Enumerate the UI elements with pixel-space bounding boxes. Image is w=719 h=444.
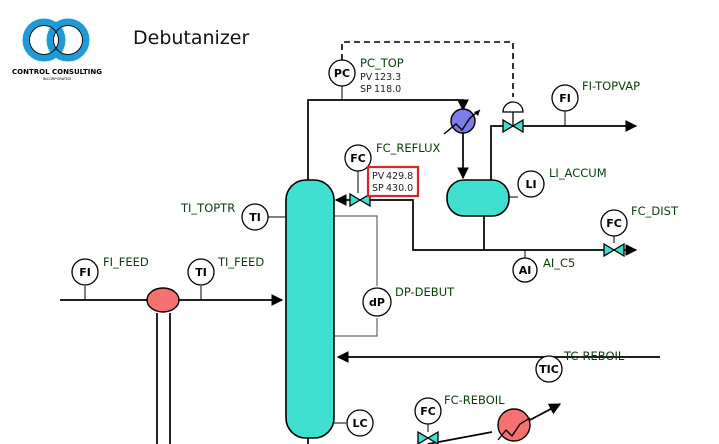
pc-control-signal-dashed: [341, 41, 514, 97]
fc-reflux-pv-value: 429.8: [386, 171, 413, 182]
dp-debut-tag: DP-DEBUT: [395, 285, 455, 299]
lc-bubble-label: LC: [352, 417, 367, 430]
valve-body-icon: [417, 430, 439, 444]
dp-debut-bubble[interactable]: dP: [362, 287, 392, 317]
signal-lines: [84, 86, 615, 432]
dp-upper-tap: [334, 215, 378, 286]
reboiler-steam-out: [529, 403, 562, 421]
pc-top-tag: PC_TOP: [360, 56, 404, 70]
tc-reboil-tag: TC-REBOIL: [563, 349, 625, 363]
logo-ring-outer-icon: [22, 18, 66, 62]
dp-debut-bubble-label: dP: [369, 296, 385, 309]
fc-reflux-pv-label: PV: [372, 171, 385, 182]
ti-toptr-tag: TI_TOPTR: [180, 201, 235, 215]
overhead-vapor-line: [307, 99, 469, 181]
logo-name: CONTROL CONSULTING: [12, 68, 102, 76]
reboiler-icon: [497, 408, 531, 442]
distillate-valve[interactable]: [603, 242, 625, 258]
top-vapor-line: [490, 120, 638, 180]
fc-reflux-faceplate[interactable]: PV 429.8 SP 430.0: [366, 165, 420, 198]
feed-heater-icon: [146, 287, 180, 313]
logo-ring-outline-icon: [29, 25, 59, 55]
ai-c5-bubble[interactable]: AI: [512, 257, 538, 283]
tc-reboil-bubble-label: TIC: [539, 363, 559, 376]
tc-reboil-bubble[interactable]: TIC: [535, 355, 563, 383]
fi-topvap-bubble[interactable]: FI: [551, 84, 579, 112]
fc-reboil-tag: FC-REBOIL: [444, 393, 505, 407]
ti-feed-bubble[interactable]: TI: [187, 258, 215, 286]
fc-dist-tag: FC_DIST: [631, 204, 679, 218]
li-accum-bubble-label: LI: [525, 178, 536, 191]
ti-feed-bubble-label: TI: [195, 266, 207, 279]
ai-c5-bubble-label: AI: [519, 264, 532, 277]
tag-labels: PC_TOP PV 123.3 SP 118.0 FI-TOPVAP FC_RE…: [103, 56, 679, 407]
reflux-accumulator[interactable]: [446, 179, 510, 217]
dp-taps: [334, 215, 378, 337]
reboiler-coil-icon: [497, 417, 531, 441]
valve-body-icon: [603, 242, 625, 258]
fc-reflux-tag: FC_REFLUX: [376, 141, 441, 155]
fc-dist-bubble-label: FC: [606, 217, 622, 230]
faceplate-highlight-box: [366, 165, 420, 198]
dp-lower-tap: [334, 318, 378, 337]
fi-topvap-tag: FI-TOPVAP: [582, 79, 640, 93]
fi-feed-bubble[interactable]: FI: [71, 258, 99, 286]
fc-reflux-bubble-label: FC: [350, 152, 366, 165]
valve-actuator-icon: [502, 101, 524, 113]
fc-reflux-sp-value: 430.0: [386, 183, 413, 194]
fc-reboil-bubble-label: FC: [420, 405, 436, 418]
reboiler-steam-valve[interactable]: [417, 430, 439, 444]
li-accum-tag: LI_ACCUM: [549, 166, 607, 180]
reflux-valve[interactable]: [349, 192, 371, 208]
pc-top-bubble[interactable]: PC: [328, 59, 356, 87]
logo-ring-outline-2-icon: [53, 25, 83, 55]
ai-c5-tag: AI_C5: [543, 256, 575, 270]
fc-reflux-bubble[interactable]: FC: [344, 144, 372, 172]
overhead-condenser[interactable]: [443, 108, 481, 135]
top-vapor-valve[interactable]: [502, 101, 524, 134]
fi-topvap-bubble-label: FI: [559, 92, 571, 105]
reboiler-steam-in: [427, 431, 493, 444]
valve-body-icon: [349, 192, 371, 208]
instrument-bubbles: PC FI FC LI FC AI TI FI: [71, 59, 628, 437]
li-accum-bubble[interactable]: LI: [517, 170, 545, 198]
pc-pv-value: 123.3: [374, 72, 401, 83]
company-logo: CONTROL CONSULTING INCORPORATED: [12, 18, 102, 81]
feed-heater[interactable]: [146, 287, 180, 313]
logo-subtitle: INCORPORATED: [43, 77, 72, 81]
lc-bubble[interactable]: LC: [346, 409, 374, 437]
fc-dist-bubble[interactable]: FC: [600, 209, 628, 237]
reboiler[interactable]: [497, 408, 531, 442]
ti-toptr-bubble-label: TI: [249, 211, 261, 224]
ti-toptr-bubble[interactable]: TI: [241, 203, 269, 231]
valves: [349, 101, 625, 444]
page-title: Debutanizer: [133, 27, 249, 49]
pc-pv-label: PV: [360, 72, 373, 83]
pc-sp-label: SP: [360, 84, 372, 95]
pc-bubble-label: PC: [334, 67, 350, 80]
fi-feed-bubble-label: FI: [79, 266, 91, 279]
logo-ring-inner-icon: [46, 18, 90, 62]
pc-sp-value: 118.0: [374, 84, 401, 95]
fi-feed-tag: FI_FEED: [103, 255, 149, 269]
debutanizer-column[interactable]: [285, 179, 335, 439]
reflux-line: [334, 194, 485, 251]
fc-reflux-sp-label: SP: [372, 183, 384, 194]
condenser-coil-arrow-icon: [474, 110, 480, 116]
ti-feed-tag: TI_FEED: [217, 255, 264, 269]
condenser-coil-icon: [443, 109, 481, 135]
condenser-icon: [450, 108, 476, 134]
fc-reboil-bubble[interactable]: FC: [414, 397, 442, 425]
